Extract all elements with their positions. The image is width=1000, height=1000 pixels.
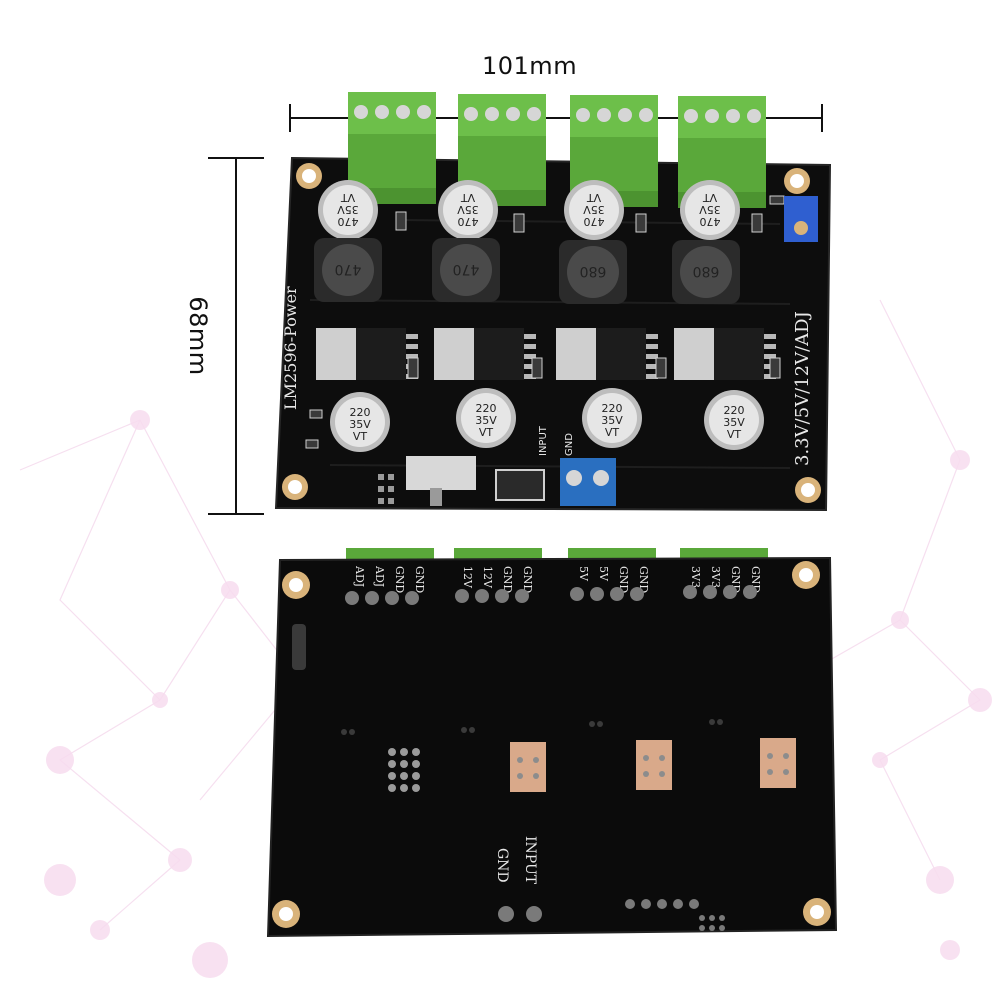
trim-potentiometer — [784, 196, 818, 242]
svg-text:5V: 5V — [577, 566, 590, 582]
svg-text:GND: GND — [617, 566, 630, 593]
svg-text:470: 470 — [584, 215, 605, 228]
bottom-gnd-label: GND — [494, 848, 510, 883]
regulator-chips — [316, 328, 776, 380]
bottom-mounting-holes — [272, 561, 831, 928]
svg-text:220: 220 — [350, 406, 371, 419]
svg-text:470: 470 — [338, 215, 359, 228]
top-board: 470 35V VT 470 35V VT 470 35V VT 470 35V… — [274, 92, 832, 512]
gnd-silk-label: GND — [564, 433, 575, 456]
svg-text:12V: 12V — [461, 566, 474, 589]
svg-text:GND: GND — [413, 566, 426, 593]
svg-text:3V3: 3V3 — [709, 566, 722, 588]
bottom-board: ADJ ADJ GND GND 12V 12V GND GND 5V 5V GN… — [266, 548, 838, 938]
svg-text:35V: 35V — [337, 203, 359, 216]
svg-text:220: 220 — [724, 404, 745, 417]
mounting-holes — [282, 163, 821, 503]
diode — [495, 469, 545, 501]
header-group-adj: ADJ ADJ GND GND — [345, 565, 426, 605]
svg-text:470: 470 — [453, 261, 480, 277]
svg-text:35V: 35V — [699, 203, 721, 216]
svg-text:VT: VT — [341, 191, 356, 204]
svg-text:5V: 5V — [597, 566, 610, 582]
svg-text:GND: GND — [501, 566, 514, 593]
svg-text:VT: VT — [703, 191, 718, 204]
svg-text:VT: VT — [727, 428, 742, 441]
width-dimension-label: 101mm — [482, 52, 578, 80]
svg-text:470: 470 — [335, 261, 362, 277]
toggle-switch[interactable] — [406, 456, 476, 490]
svg-text:35V: 35V — [475, 414, 497, 427]
bottom-input-label: INPUT — [522, 836, 538, 885]
thermal-pads — [510, 738, 796, 792]
bottom-right-pads — [625, 899, 725, 931]
svg-text:35V: 35V — [583, 203, 605, 216]
svg-text:VT: VT — [353, 430, 368, 443]
svg-text:VT: VT — [587, 191, 602, 204]
pin-header-pads — [378, 474, 394, 504]
header-group-3v3: 3V3 3V3 GND GND — [683, 566, 762, 599]
svg-text:GND: GND — [393, 566, 406, 593]
svg-text:220: 220 — [476, 402, 497, 415]
header-group-12v: 12V 12V GND GND — [455, 566, 534, 603]
svg-text:12V: 12V — [481, 566, 494, 589]
svg-text:35V: 35V — [601, 414, 623, 427]
smd-components — [305, 195, 785, 449]
output-capacitors: 470 35V VT 470 35V VT 470 35V VT 470 35V… — [318, 180, 740, 240]
svg-text:ADJ: ADJ — [353, 565, 366, 587]
green-terminal-blocks — [348, 92, 766, 208]
svg-text:VT: VT — [479, 426, 494, 439]
svg-text:470: 470 — [700, 215, 721, 228]
svg-text:680: 680 — [693, 263, 720, 279]
svg-text:VT: VT — [605, 426, 620, 439]
svg-text:220: 220 — [602, 402, 623, 415]
svg-text:470: 470 — [458, 215, 479, 228]
svg-text:680: 680 — [580, 263, 607, 279]
board-title: LM2596-Power — [281, 286, 300, 410]
svg-text:GND: GND — [521, 566, 534, 593]
output-voltages-label: 3.3V/5V/12V/ADJ — [792, 311, 813, 466]
svg-text:35V: 35V — [723, 416, 745, 429]
inductors: 470 470 680 680 — [314, 238, 740, 304]
svg-text:GND: GND — [637, 566, 650, 593]
input-silk-label: INPUT — [538, 425, 549, 456]
svg-text:VT: VT — [461, 191, 476, 204]
svg-text:35V: 35V — [457, 203, 479, 216]
header-group-5v: 5V 5V GND GND — [570, 566, 650, 601]
svg-text:ADJ: ADJ — [373, 565, 386, 587]
input-capacitors: 220 35V VT 220 35V VT 220 35V VT 220 35V… — [330, 388, 764, 452]
via-array — [388, 748, 420, 792]
svg-text:3V3: 3V3 — [689, 566, 702, 588]
input-terminal-block — [560, 458, 616, 506]
input-pads — [498, 906, 542, 922]
height-dimension-line — [208, 157, 264, 515]
svg-text:35V: 35V — [349, 418, 371, 431]
